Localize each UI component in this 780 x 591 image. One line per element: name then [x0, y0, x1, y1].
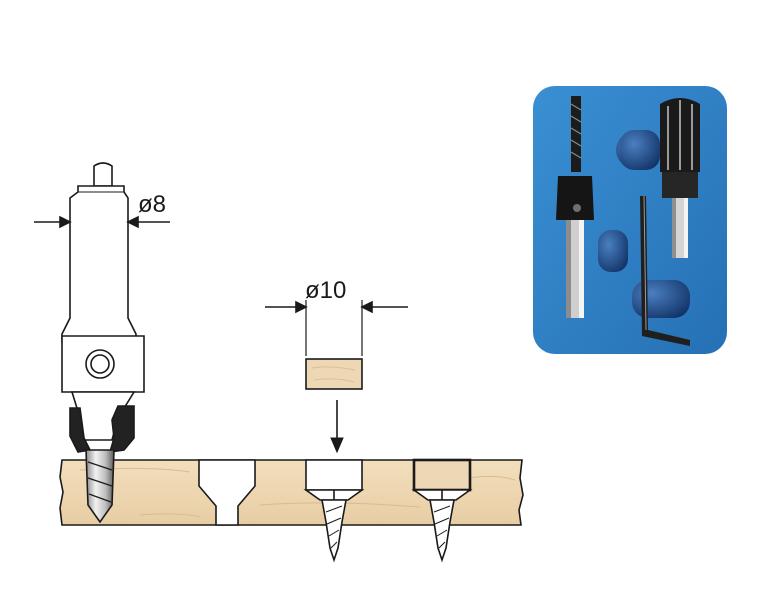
- shank-diameter-label: ø8: [138, 191, 166, 218]
- shank-diameter-dimension: [34, 215, 170, 229]
- drilled-hole: [198, 459, 256, 526]
- plug-diameter-dimension: [265, 300, 408, 356]
- arrow-down-icon: [330, 400, 344, 454]
- tool-set-photo: [533, 86, 727, 354]
- hole-with-screw: [303, 459, 365, 563]
- hole-with-plug: [411, 458, 473, 563]
- countersink-drill-bit: [61, 162, 145, 524]
- plug-diameter-label: ø10: [305, 277, 346, 304]
- wood-plug: [305, 358, 363, 390]
- wood-board: [59, 459, 524, 526]
